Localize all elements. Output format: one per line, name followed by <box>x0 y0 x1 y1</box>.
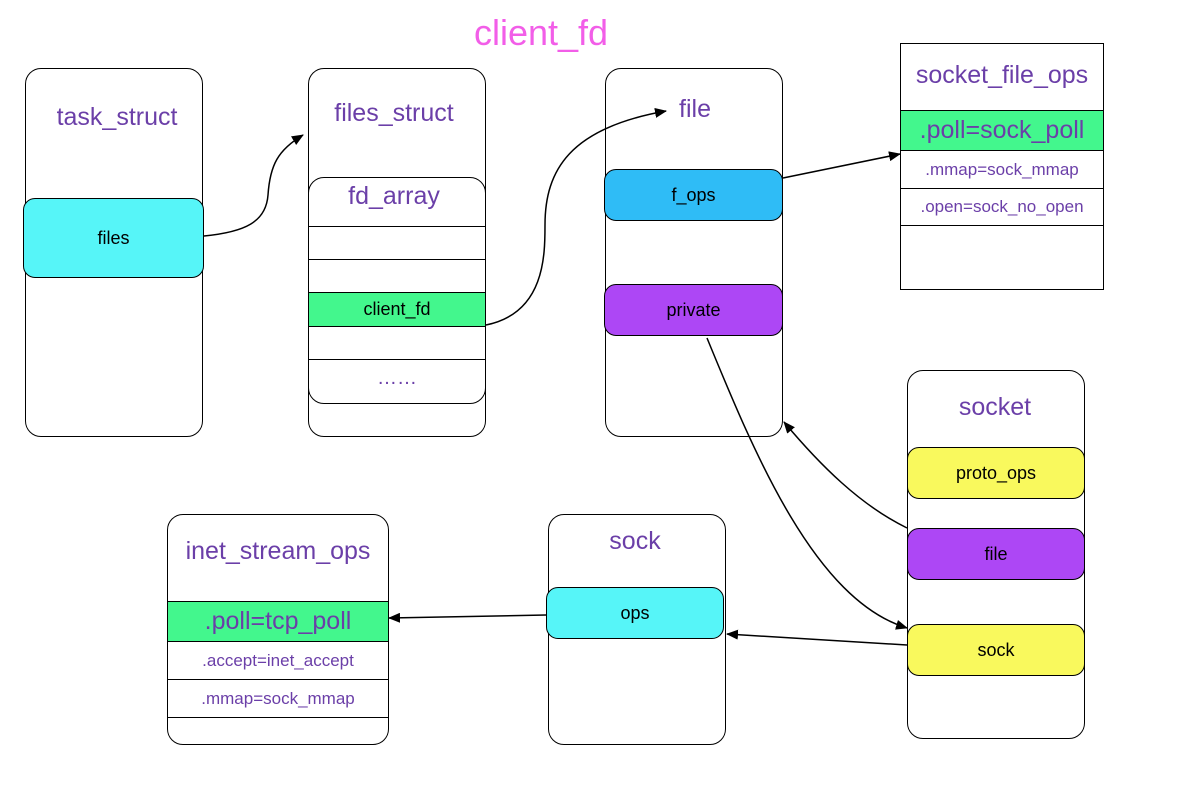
inet-stream-ops-accept: .accept=inet_accept <box>168 641 388 679</box>
sock-ops-field: ops <box>546 587 724 639</box>
file-title: file <box>679 95 711 123</box>
socket-file-ops-title: socket_file_ops <box>915 61 1089 89</box>
socket-file-field: file <box>907 528 1085 580</box>
arrow-private-to-socket-sock <box>706 337 908 630</box>
arrow-f-ops-to-socket-file-ops <box>782 151 901 179</box>
file-box <box>605 68 783 437</box>
socket-file-ops-empty-slot <box>901 225 1103 289</box>
socket-file-ops-open: .open=sock_no_open <box>901 188 1103 225</box>
inet-stream-ops-title: inet_stream_ops <box>185 537 371 565</box>
socket-sock-field: sock <box>907 624 1085 676</box>
task-struct-files-field: files <box>23 198 204 278</box>
fd-array-slot <box>309 326 485 359</box>
arrow-sock-ops-to-inet-poll <box>388 612 547 623</box>
arrow-socket-sock-to-sock-ops <box>726 629 908 646</box>
sock-title: sock <box>609 527 661 555</box>
inet-stream-ops-mmap: .mmap=sock_mmap <box>168 679 388 717</box>
fd-array-slot <box>309 226 485 259</box>
files-struct-title: files_struct <box>334 99 454 127</box>
socket-proto-ops-field: proto_ops <box>907 447 1085 499</box>
arrow-client-fd-to-file <box>485 107 667 326</box>
task-struct-title: task_struct <box>56 103 178 131</box>
file-private-field: private <box>604 284 783 336</box>
inet-stream-ops-empty-slot <box>168 717 388 744</box>
fd-array-slot-client-fd: client_fd <box>309 292 485 326</box>
socket-file-ops-poll: .poll=sock_poll <box>901 110 1103 150</box>
inet-stream-ops-box: .poll=tcp_poll .accept=inet_accept .mmap… <box>167 514 389 745</box>
fd-array-slot <box>309 259 485 292</box>
file-f-ops-field: f_ops <box>604 169 783 221</box>
fd-array-slot-ellipsis: …… <box>309 359 485 403</box>
socket-title: socket <box>958 393 1032 421</box>
arrow-files-to-files-struct <box>203 134 304 237</box>
arrow-socket-file-to-file <box>783 421 908 529</box>
fd-array-box: client_fd …… <box>308 177 486 404</box>
diagram-title: client_fd <box>473 12 609 53</box>
socket-file-ops-box: .poll=sock_poll .mmap=sock_mmap .open=so… <box>900 43 1104 290</box>
inet-stream-ops-poll: .poll=tcp_poll <box>168 601 388 641</box>
fd-array-title: fd_array <box>348 182 440 210</box>
socket-file-ops-mmap: .mmap=sock_mmap <box>901 150 1103 188</box>
